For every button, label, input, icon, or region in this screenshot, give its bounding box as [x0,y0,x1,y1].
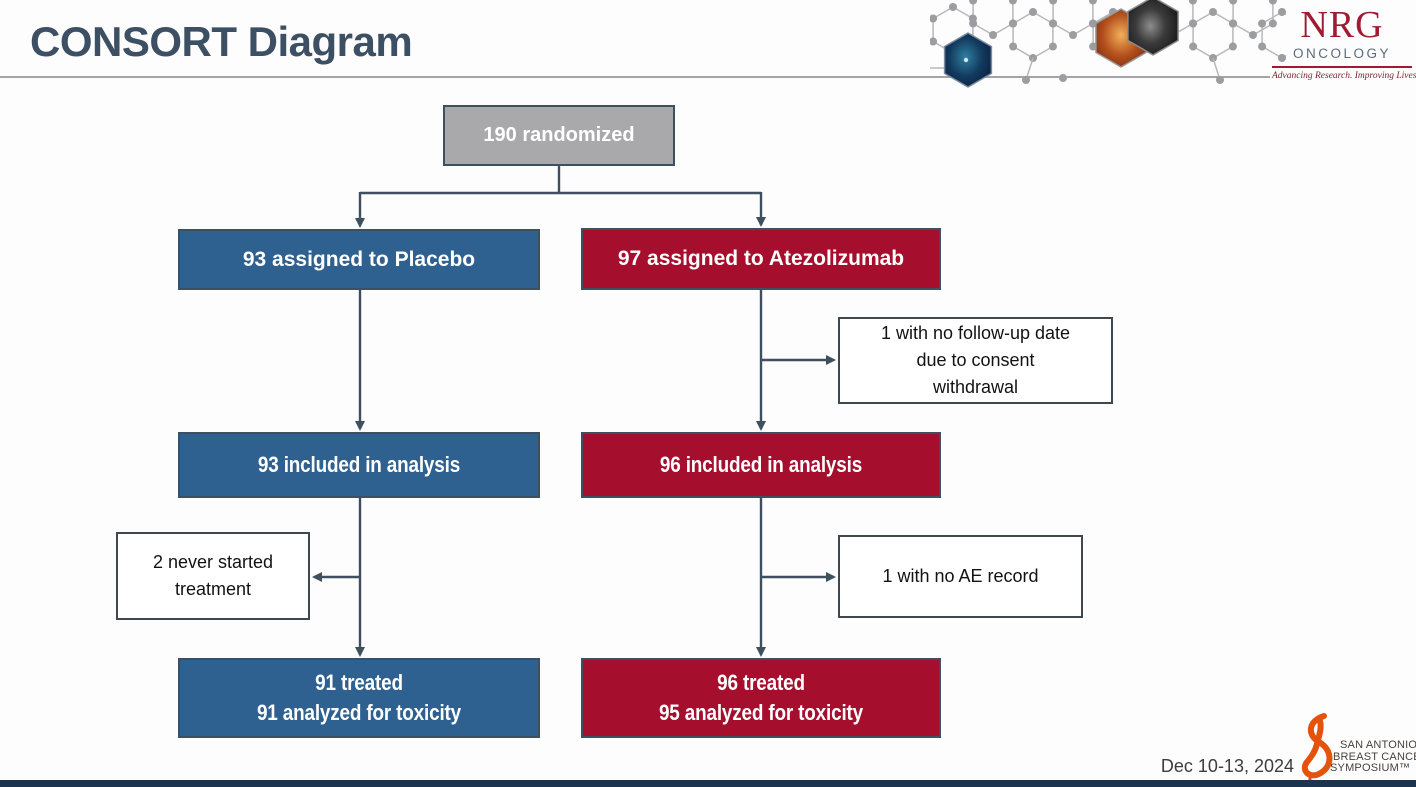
box-atezolizumab-assigned: 97 assigned to Atezolizumab [581,228,941,290]
sabcs-logo-line3: SYMPOSIUM™ [1330,762,1411,774]
title-divider [0,76,1270,78]
footer-date: Dec 10-13, 2024 [1160,756,1294,776]
box-atezolizumab-analysis: 96 included in analysis [581,432,941,498]
box-atezolizumab-treated: 96 treated 95 analyzed for toxicity [581,658,941,738]
box-randomized: 190 randomized [443,105,675,166]
box-ae-exclusion: 1 with no AE record [838,535,1083,618]
box-placebo-assigned-label: 93 assigned to Placebo [242,247,476,271]
nrg-oncology-logo: NRG ONCOLOGY Advancing Research. Improvi… [1272,4,1416,81]
box-placebo-assigned: 93 assigned to Placebo [178,229,540,290]
box-placebo-treated-label: 91 treated 91 analyzed for toxicity [256,670,462,725]
box-placebo-treated: 91 treated 91 analyzed for toxicity [178,658,540,738]
dark-microscopy-hexagon [1127,0,1179,56]
box-randomized-label: 190 randomized [483,124,635,146]
box-treatment-exclusion-label: 2 never started treatment [152,552,274,599]
nrg-logo-division: ONCOLOGY [1292,46,1391,61]
box-placebo-analysis: 93 included in analysis [178,432,540,498]
bottom-accent-bar [0,780,1416,787]
box-atezolizumab-treated-label: 96 treated 95 analyzed for toxicity [658,670,864,725]
box-atezolizumab-analysis-label: 96 included in analysis [659,452,863,477]
sabcs-logo: SAN ANTONIO BREAST CANCER SYMPOSIUM™ [1330,739,1416,775]
page-title: CONSORT Diagram [30,18,413,65]
box-followup-exclusion-label: 1 with no follow-up date due to consent … [880,323,1071,397]
sabcs-logo-line1: SAN ANTONIO [1340,739,1416,751]
sabcs-logo-line2: BREAST CANCER [1333,750,1416,763]
box-placebo-analysis-label: 93 included in analysis [257,452,461,477]
nrg-logo-wordmark: NRG [1300,4,1384,46]
box-followup-exclusion: 1 with no follow-up date due to consent … [838,317,1113,404]
molecule-decoration-graphic [930,0,1286,88]
nrg-logo-rule [1272,66,1412,68]
box-atezolizumab-assigned-label: 97 assigned to Atezolizumab [617,247,905,270]
nrg-logo-tagline: Advancing Research. Improving Lives.™ [1272,70,1416,81]
box-ae-exclusion-label: 1 with no AE record [882,566,1039,586]
box-treatment-exclusion: 2 never started treatment [116,532,310,620]
